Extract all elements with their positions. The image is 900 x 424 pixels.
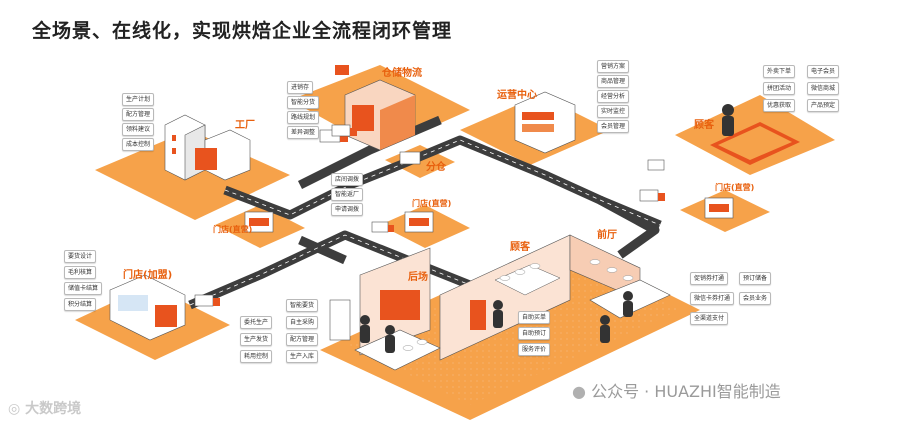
watermark-label: 公众号 · HUAZHI智能制造 bbox=[591, 382, 781, 401]
tag-route-2: 智能返厂 bbox=[331, 188, 364, 201]
zone-label-backstage: 后场 bbox=[408, 272, 428, 283]
page-title: 全场景、在线化，实现烘焙企业全流程闭环管理 bbox=[32, 20, 453, 42]
warehouse-building bbox=[319, 65, 416, 151]
tag-backstage-1: 智能要货 bbox=[286, 299, 319, 312]
truck-icons bbox=[194, 124, 665, 307]
tag-ops-5: 会员管理 bbox=[597, 120, 630, 133]
tag-front-1: 促销券打通 bbox=[690, 272, 729, 285]
tag-franchise-3: 储值卡结算 bbox=[64, 282, 103, 295]
tag-factory-4: 成本控制 bbox=[122, 138, 155, 151]
tag-customer-4: 微信商城 bbox=[807, 82, 840, 95]
tag-backstage-7: 生产入库 bbox=[286, 350, 319, 363]
people-icons bbox=[360, 291, 633, 353]
tag-front-2: 预订储备 bbox=[739, 272, 772, 285]
tag-front-4: 会员业务 bbox=[739, 292, 772, 305]
zone-label-logistics: 仓储物流 bbox=[382, 68, 422, 79]
tag-logistics-1: 进销存 bbox=[287, 81, 314, 94]
tag-front-5: 全渠道支付 bbox=[690, 312, 729, 325]
tag-ops-2: 商品管理 bbox=[597, 75, 630, 88]
road-lines bbox=[189, 139, 661, 306]
zone-label-customer-right: 顾客 bbox=[694, 120, 714, 131]
tag-front-3: 微信卡券打通 bbox=[690, 292, 735, 305]
zone-label-sub-warehouse: 分仓 bbox=[426, 162, 446, 173]
zone-label-ops-center: 运营中心 bbox=[497, 90, 537, 101]
tag-logistics-3: 路线规划 bbox=[287, 111, 320, 124]
store-floor-inner bbox=[350, 250, 680, 405]
tag-customer-store-3: 服务评价 bbox=[518, 343, 551, 356]
tag-factory-2: 配方管理 bbox=[122, 108, 155, 121]
tag-customer-1: 外卖下单 bbox=[763, 65, 796, 78]
bottom-logo: ◎ 大数跨境 bbox=[8, 398, 81, 418]
store-top-right-box bbox=[647, 159, 665, 171]
tag-factory-1: 生产计划 bbox=[122, 93, 155, 106]
tag-route-1: 店间调拨 bbox=[331, 173, 364, 186]
tag-customer-store-1: 自助买单 bbox=[518, 311, 551, 324]
zone-label-factory: 工厂 bbox=[235, 120, 255, 131]
tag-customer-3: 拼团活动 bbox=[763, 82, 796, 95]
wechat-icon: ● bbox=[572, 382, 586, 401]
tag-backstage-4: 生产发货 bbox=[240, 333, 273, 346]
tag-customer-store-2: 自助预订 bbox=[518, 327, 551, 340]
tag-franchise-1: 要货设计 bbox=[64, 250, 97, 263]
tag-backstage-3: 自主采购 bbox=[286, 316, 319, 329]
ops-center-building bbox=[514, 91, 576, 154]
tag-ops-1: 营销方案 bbox=[597, 60, 630, 73]
tag-ops-3: 经营分析 bbox=[597, 90, 630, 103]
tag-customer-2: 电子会员 bbox=[807, 65, 840, 78]
customer-phone bbox=[710, 104, 800, 165]
zone-label-store-direct-left: 门店(直营) bbox=[213, 225, 253, 234]
zone-label-store-direct-mid: 门店(直营) bbox=[412, 199, 452, 208]
tag-logistics-4: 差异调整 bbox=[287, 126, 320, 139]
tag-backstage-5: 配方管理 bbox=[286, 333, 319, 346]
factory-building bbox=[164, 114, 251, 181]
tag-backstage-2: 委托生产 bbox=[240, 316, 273, 329]
tag-ops-4: 实时监控 bbox=[597, 105, 630, 118]
zone-label-customer-store: 顾客 bbox=[510, 242, 530, 253]
tag-route-3: 申请调拨 bbox=[331, 203, 364, 216]
zone-label-store-direct-right: 门店(直营) bbox=[715, 183, 755, 192]
tag-logistics-2: 智能分货 bbox=[287, 96, 320, 109]
tag-backstage-6: 耗用控制 bbox=[240, 350, 273, 363]
zone-label-store-franchise: 门店(加盟) bbox=[123, 270, 173, 281]
tag-customer-5: 优惠获取 bbox=[763, 99, 796, 112]
tag-franchise-2: 毛利核算 bbox=[64, 266, 97, 279]
display-shelves bbox=[402, 259, 634, 351]
tag-factory-3: 领料建议 bbox=[122, 123, 155, 136]
watermark-text: ● 公众号 · HUAZHI智能制造 bbox=[572, 378, 781, 402]
franchise-building bbox=[109, 274, 186, 341]
zone-label-front-hall: 前厅 bbox=[597, 230, 617, 241]
sub-warehouse-box bbox=[399, 151, 421, 165]
tag-franchise-4: 积分结算 bbox=[64, 298, 97, 311]
logo-label: 大数跨境 bbox=[25, 401, 82, 417]
logo-icon: ◎ bbox=[8, 401, 21, 417]
tag-customer-6: 产品预定 bbox=[807, 99, 840, 112]
